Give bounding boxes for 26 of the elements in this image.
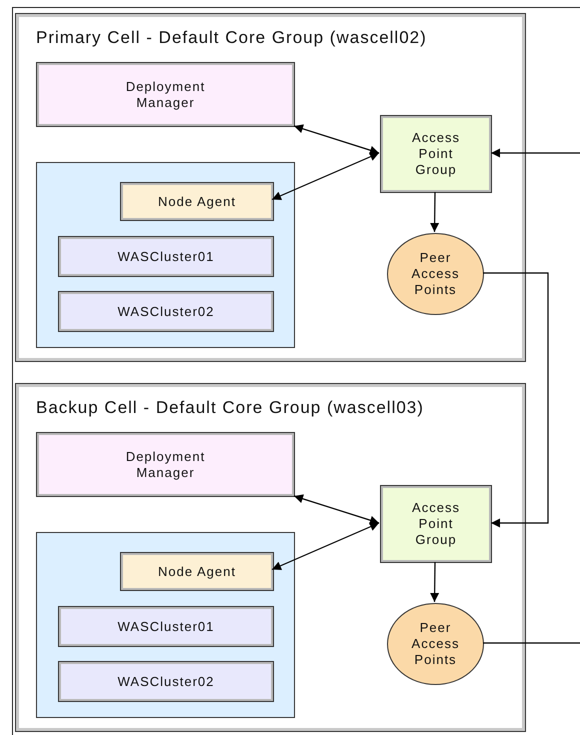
cell-title: Backup Cell - Default Core Group (wascell03) — [36, 398, 424, 418]
connector-arrow — [483, 272, 549, 528]
cluster-box: WASCluster02 — [58, 291, 274, 332]
node-agent-box: Node Agent — [120, 552, 274, 591]
peer-access-points-ellipse: Peer Access Points — [387, 233, 484, 315]
cluster-box: WASCluster01 — [58, 236, 274, 277]
connector-arrow — [272, 152, 380, 200]
access-point-group-box: Access Point Group — [380, 115, 492, 193]
cluster-box: WASCluster01 — [58, 606, 274, 647]
connector-arrow — [294, 124, 380, 155]
access-point-group-box: Access Point Group — [380, 485, 492, 563]
connector-arrow — [430, 192, 440, 232]
node-group-panel — [36, 532, 295, 718]
connector-arrow — [491, 148, 580, 158]
connector-arrow — [272, 522, 380, 570]
cluster-box: WASCluster02 — [58, 661, 274, 702]
peer-access-points-ellipse: Peer Access Points — [387, 603, 484, 685]
cell-panel — [15, 383, 526, 732]
node-group-panel — [36, 162, 295, 348]
deployment-manager-box: Deployment Manager — [36, 432, 295, 497]
node-agent-box: Node Agent — [120, 182, 274, 221]
connector-arrow — [294, 494, 380, 525]
cell-title: Primary Cell - Default Core Group (wascell02) — [36, 28, 427, 48]
deployment-manager-box: Deployment Manager — [36, 62, 295, 127]
cell-panel — [15, 13, 526, 362]
connector-arrow — [430, 562, 440, 602]
